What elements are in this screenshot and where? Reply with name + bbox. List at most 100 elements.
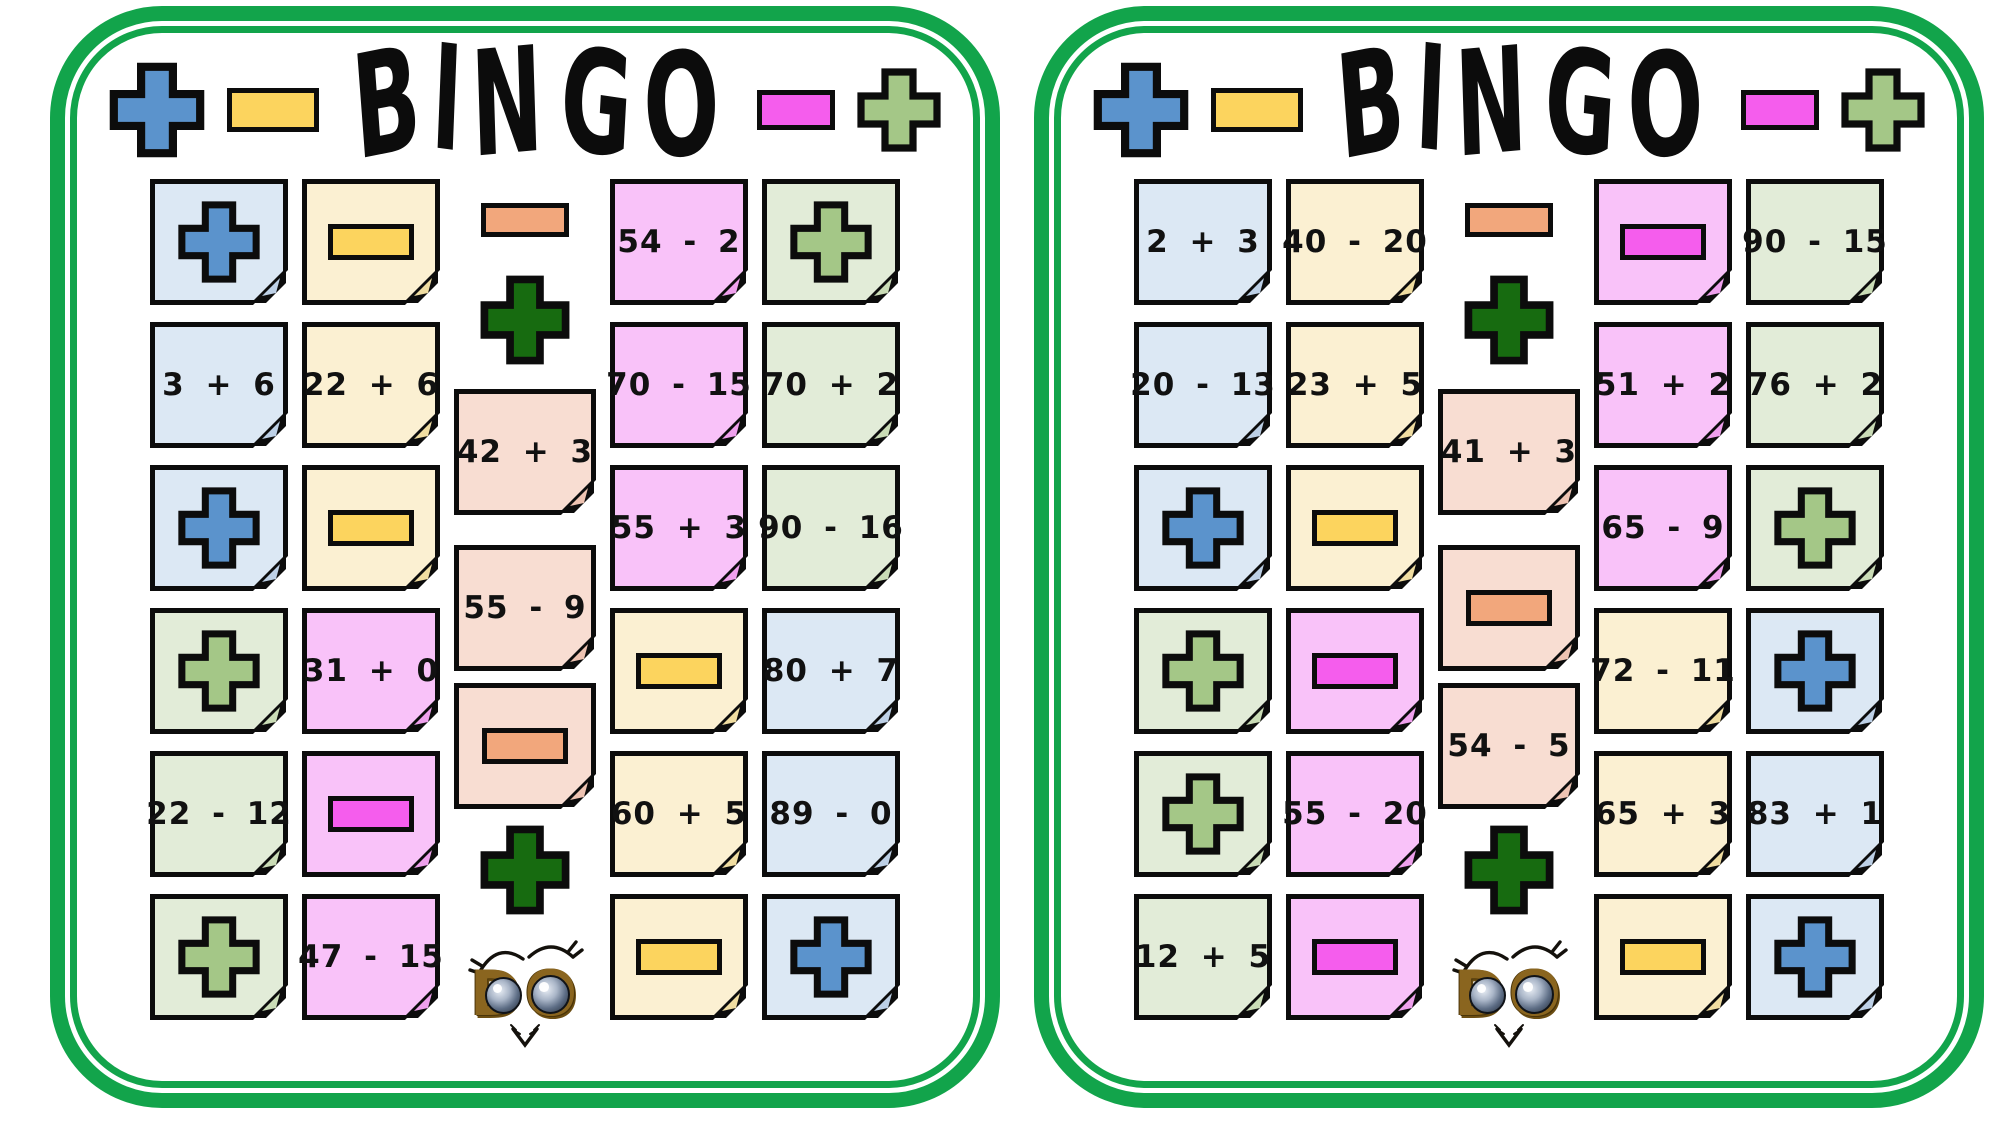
bingo-cell-icon[interactable] bbox=[150, 179, 288, 305]
minus-icon bbox=[756, 90, 835, 130]
bingo-cell-icon[interactable] bbox=[1594, 179, 1732, 305]
bingo-cell-expression[interactable]: 41 + 3 bbox=[1438, 389, 1580, 515]
bingo-cell-icon[interactable] bbox=[150, 465, 288, 591]
expression-text: 83 + 1 bbox=[1746, 796, 1884, 832]
plus-icon bbox=[176, 628, 262, 714]
bingo-cell-expression[interactable]: 2 + 3 bbox=[1134, 179, 1272, 305]
expression-text: 22 - 12 bbox=[146, 796, 292, 832]
folded-corner bbox=[863, 554, 900, 591]
bingo-cell-expression[interactable]: 22 + 6 bbox=[302, 322, 440, 448]
bingo-cell-expression[interactable]: 3 + 6 bbox=[150, 322, 288, 448]
expression-text: 3 + 6 bbox=[162, 367, 276, 403]
plus-icon bbox=[1462, 823, 1556, 917]
folded-corner bbox=[711, 554, 748, 591]
bingo-cell-expression[interactable]: 65 + 3 bbox=[1594, 751, 1732, 877]
folded-corner bbox=[1543, 478, 1580, 515]
folded-corner bbox=[1847, 983, 1884, 1020]
folded-corner bbox=[1235, 983, 1272, 1020]
bingo-cell-icon[interactable] bbox=[1134, 608, 1272, 734]
expression-text: 65 + 3 bbox=[1594, 796, 1732, 832]
expression-text: 12 + 5 bbox=[1134, 939, 1272, 975]
folded-corner bbox=[403, 983, 440, 1020]
bingo-cell-expression[interactable]: 40 - 20 bbox=[1282, 179, 1427, 305]
bingo-cell-expression[interactable]: 55 - 20 bbox=[1282, 751, 1427, 877]
folded-corner bbox=[403, 840, 440, 877]
bingo-cell-icon[interactable] bbox=[1286, 608, 1424, 734]
bingo-cell-icon[interactable] bbox=[1438, 545, 1580, 671]
bingo-cell-icon[interactable] bbox=[762, 179, 900, 305]
grid-column: 22 + 6 31 + 0 47 - 15 bbox=[298, 179, 443, 1051]
bingo-cell-icon[interactable] bbox=[1746, 894, 1884, 1020]
bingo-cell-icon[interactable] bbox=[454, 683, 596, 809]
bingo-cell-icon[interactable] bbox=[1746, 608, 1884, 734]
folded-corner bbox=[559, 772, 596, 809]
expression-text: 54 - 5 bbox=[1447, 728, 1571, 764]
expression-text: 47 - 15 bbox=[298, 939, 444, 975]
bingo-cell-icon[interactable] bbox=[762, 894, 900, 1020]
bingo-cell-icon[interactable] bbox=[302, 179, 440, 305]
bingo-cell-icon[interactable] bbox=[1594, 894, 1732, 1020]
bingo-cell-expression[interactable]: 90 - 15 bbox=[1742, 179, 1887, 305]
folded-corner bbox=[1387, 840, 1424, 877]
folded-corner bbox=[1387, 983, 1424, 1020]
minus-icon bbox=[1312, 939, 1398, 975]
bingo-cell-icon[interactable] bbox=[150, 608, 288, 734]
folded-corner bbox=[1695, 554, 1732, 591]
bingo-cell-expression[interactable]: 83 + 1 bbox=[1746, 751, 1884, 877]
bingo-cell-expression[interactable]: 54 - 5 bbox=[1438, 683, 1580, 809]
folded-corner bbox=[1695, 697, 1732, 734]
bingo-cell-expression[interactable]: 54 - 2 bbox=[610, 179, 748, 305]
folded-corner bbox=[403, 554, 440, 591]
bingo-cell-icon[interactable] bbox=[302, 751, 440, 877]
folded-corner bbox=[1387, 411, 1424, 448]
plus-icon bbox=[1772, 485, 1858, 571]
bingo-cell-expression[interactable]: 72 - 11 bbox=[1590, 608, 1735, 734]
minus-icon bbox=[1465, 203, 1553, 237]
folded-corner bbox=[1847, 411, 1884, 448]
minus-icon bbox=[328, 510, 414, 546]
bingo-cell-icon[interactable] bbox=[1134, 465, 1272, 591]
folded-corner bbox=[1847, 554, 1884, 591]
folded-corner bbox=[403, 697, 440, 734]
bingo-cell-expression[interactable]: 51 + 2 bbox=[1594, 322, 1732, 448]
plus-icon bbox=[107, 60, 207, 160]
plus-icon bbox=[1462, 273, 1556, 367]
bingo-cell-expression[interactable]: 12 + 5 bbox=[1134, 894, 1272, 1020]
bingo-cell-expression[interactable]: 55 + 3 bbox=[610, 465, 748, 591]
bingo-cell-icon[interactable] bbox=[610, 608, 748, 734]
bingo-cell-expression[interactable]: 47 - 15 bbox=[298, 894, 443, 1020]
bingo-cell-expression[interactable]: 80 + 7 bbox=[762, 608, 900, 734]
bingo-cell-expression[interactable]: 70 + 2 bbox=[762, 322, 900, 448]
bingo-cell-icon[interactable] bbox=[1134, 751, 1272, 877]
folded-corner bbox=[1387, 697, 1424, 734]
plus-icon bbox=[1160, 628, 1246, 714]
bingo-cell-icon[interactable] bbox=[1746, 465, 1884, 591]
bingo-cell-icon[interactable] bbox=[610, 894, 748, 1020]
bingo-cell-expression[interactable]: 89 - 0 bbox=[762, 751, 900, 877]
expression-text: 90 - 16 bbox=[758, 510, 904, 546]
bingo-cell-expression[interactable]: 70 - 15 bbox=[606, 322, 751, 448]
bingo-cell-expression[interactable]: 42 + 3 bbox=[454, 389, 596, 515]
bingo-cell-icon[interactable] bbox=[302, 465, 440, 591]
bingo-cell-expression[interactable]: 90 - 16 bbox=[758, 465, 903, 591]
plus-icon bbox=[176, 914, 262, 1000]
bingo-cell-expression[interactable]: 55 - 9 bbox=[454, 545, 596, 671]
bingo-cell-icon[interactable] bbox=[150, 894, 288, 1020]
bingo-cell-expression[interactable]: 60 + 5 bbox=[610, 751, 748, 877]
folded-corner bbox=[863, 411, 900, 448]
bingo-cell-expression[interactable]: 76 + 2 bbox=[1746, 322, 1884, 448]
folded-corner bbox=[251, 554, 288, 591]
plus-icon bbox=[788, 199, 874, 285]
bingo-cell-expression[interactable]: 23 + 5 bbox=[1286, 322, 1424, 448]
expression-text: 23 + 5 bbox=[1286, 367, 1424, 403]
bingo-cell-expression[interactable]: 65 - 9 bbox=[1594, 465, 1732, 591]
bingo-cell-expression[interactable]: 31 + 0 bbox=[302, 608, 440, 734]
bingo-cell-icon[interactable] bbox=[1286, 465, 1424, 591]
bingo-cell-icon[interactable] bbox=[1286, 894, 1424, 1020]
bingo-cell-expression[interactable]: 22 - 12 bbox=[146, 751, 291, 877]
bingo-cell-expression[interactable]: 20 - 13 bbox=[1130, 322, 1275, 448]
